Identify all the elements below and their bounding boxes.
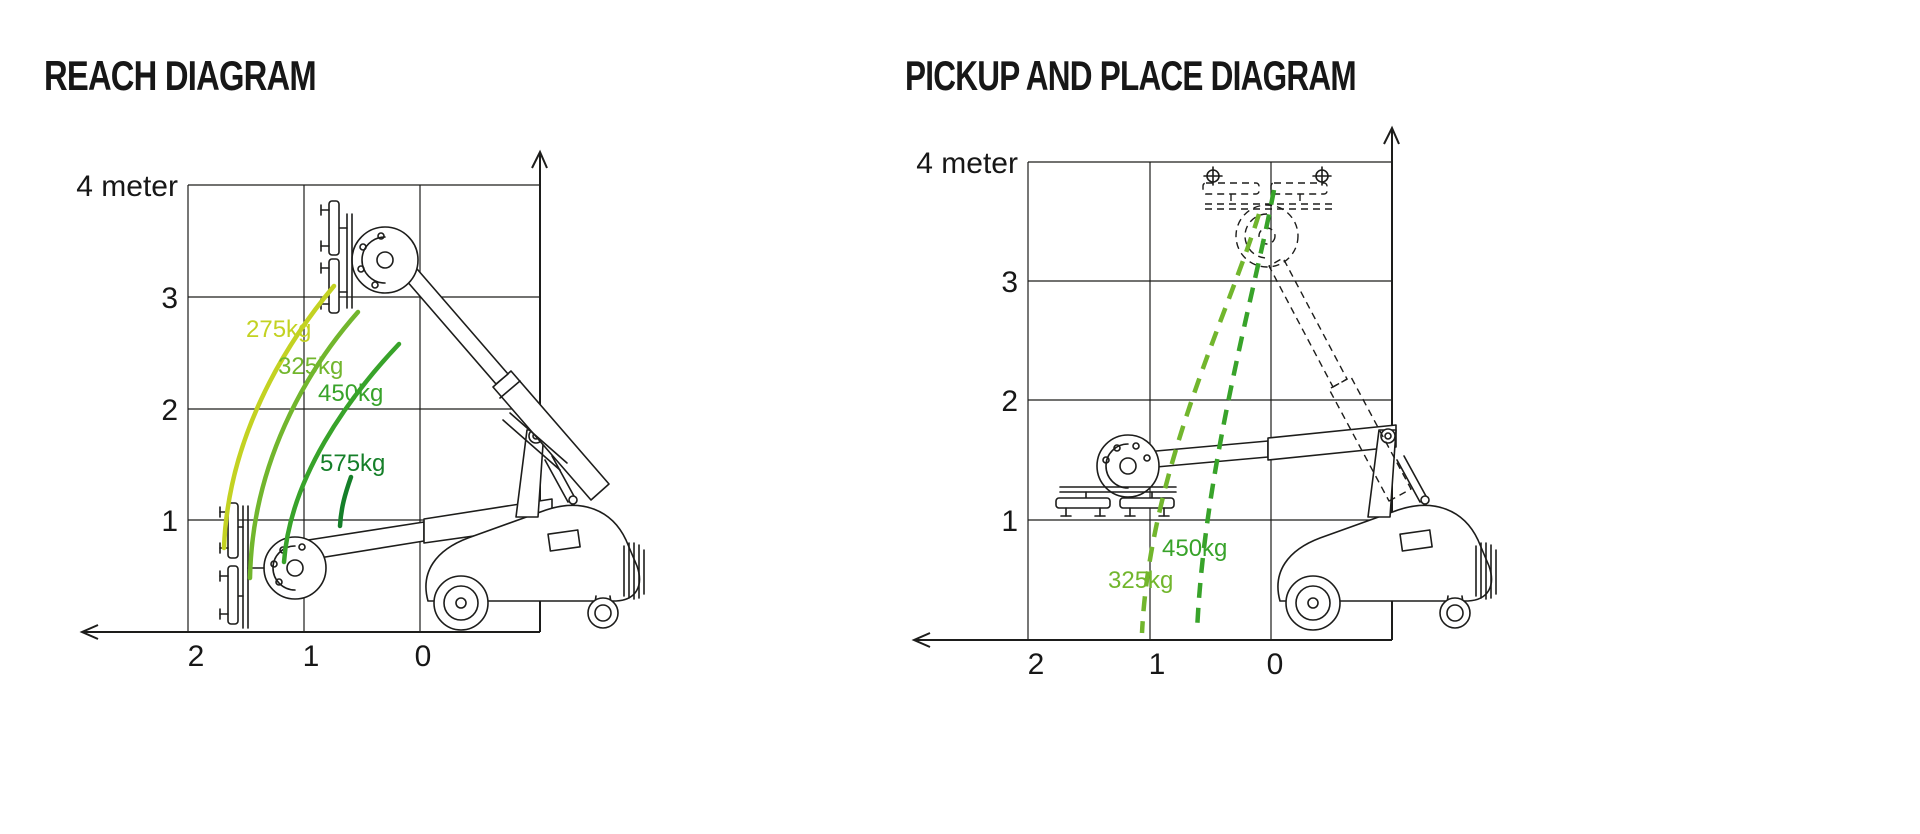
- pickup-place-load-label-325kg: 325kg: [1108, 567, 1173, 594]
- reach-load-curves: 275kg 325kg 450kg 575kg: [221, 283, 402, 581]
- reach-x-label-0: 0: [415, 640, 432, 673]
- reach-machine-illustration: [219, 200, 645, 631]
- reach-diagram: REACH DIAGRAM 4 meter 3 2 1 2 1 0: [44, 52, 645, 673]
- chassis-body: [425, 504, 641, 602]
- reach-curve-325kg: [247, 309, 361, 581]
- reach-y-axis-arrow-icon: [531, 149, 548, 169]
- pp-y-label-3: 3: [1001, 266, 1018, 299]
- pp-y-label-1: 1: [1001, 505, 1018, 538]
- reach-curve-450kg: [281, 341, 402, 565]
- pp-y-label-4: 4 meter: [916, 147, 1018, 180]
- reach-y-label-2: 2: [161, 394, 178, 427]
- reach-diagram-title: REACH DIAGRAM: [44, 52, 316, 99]
- pickup-place-load-curves: 325kg 450kg: [1108, 189, 1277, 634]
- reach-load-label-275kg: 275kg: [246, 316, 311, 343]
- pickup-place-x-axis-labels: 2 1 0: [1028, 648, 1284, 681]
- reach-curve-575kg: [337, 474, 354, 529]
- pickup-place-machine-illustration: [1055, 166, 1497, 631]
- pickup-place-y-axis-arrow-icon: [1383, 125, 1400, 145]
- pp-x-label-1: 1: [1149, 648, 1166, 681]
- reach-grid: [187, 184, 540, 632]
- pickup-place-curve-450kg: [1194, 189, 1277, 633]
- reach-load-label-575kg: 575kg: [320, 450, 385, 477]
- pickup-place-grid: [1027, 161, 1392, 640]
- reach-y-axis-labels: 4 meter 3 2 1: [76, 170, 178, 538]
- chassis-body: [1277, 504, 1493, 602]
- reach-load-label-450kg: 450kg: [318, 380, 383, 407]
- pickup-place-diagram: PICKUP AND PLACE DIAGRAM 4 meter 3 2 1 2…: [905, 52, 1497, 681]
- pickup-place-y-axis-labels: 4 meter 3 2 1: [916, 147, 1018, 538]
- pp-x-label-2: 2: [1028, 648, 1045, 681]
- reach-load-label-325kg: 325kg: [278, 353, 343, 380]
- pickup-place-load-label-450kg: 450kg: [1162, 535, 1227, 562]
- reach-x-label-2: 2: [188, 640, 205, 673]
- pickup-place-x-axis-arrow-icon: [911, 632, 931, 648]
- reach-curve-275kg: [221, 283, 337, 551]
- pickup-place-curve-325kg: [1139, 213, 1262, 634]
- pp-y-label-2: 2: [1001, 385, 1018, 418]
- reach-x-axis-labels: 2 1 0: [188, 640, 432, 673]
- reach-x-axis-arrow-icon: [79, 624, 99, 640]
- reach-y-label-1: 1: [161, 505, 178, 538]
- pickup-place-diagram-title: PICKUP AND PLACE DIAGRAM: [905, 52, 1356, 100]
- reach-x-label-1: 1: [303, 640, 320, 673]
- reach-y-label-3: 3: [161, 282, 178, 315]
- pp-x-label-0: 0: [1267, 648, 1284, 681]
- reach-y-label-4: 4 meter: [76, 170, 178, 203]
